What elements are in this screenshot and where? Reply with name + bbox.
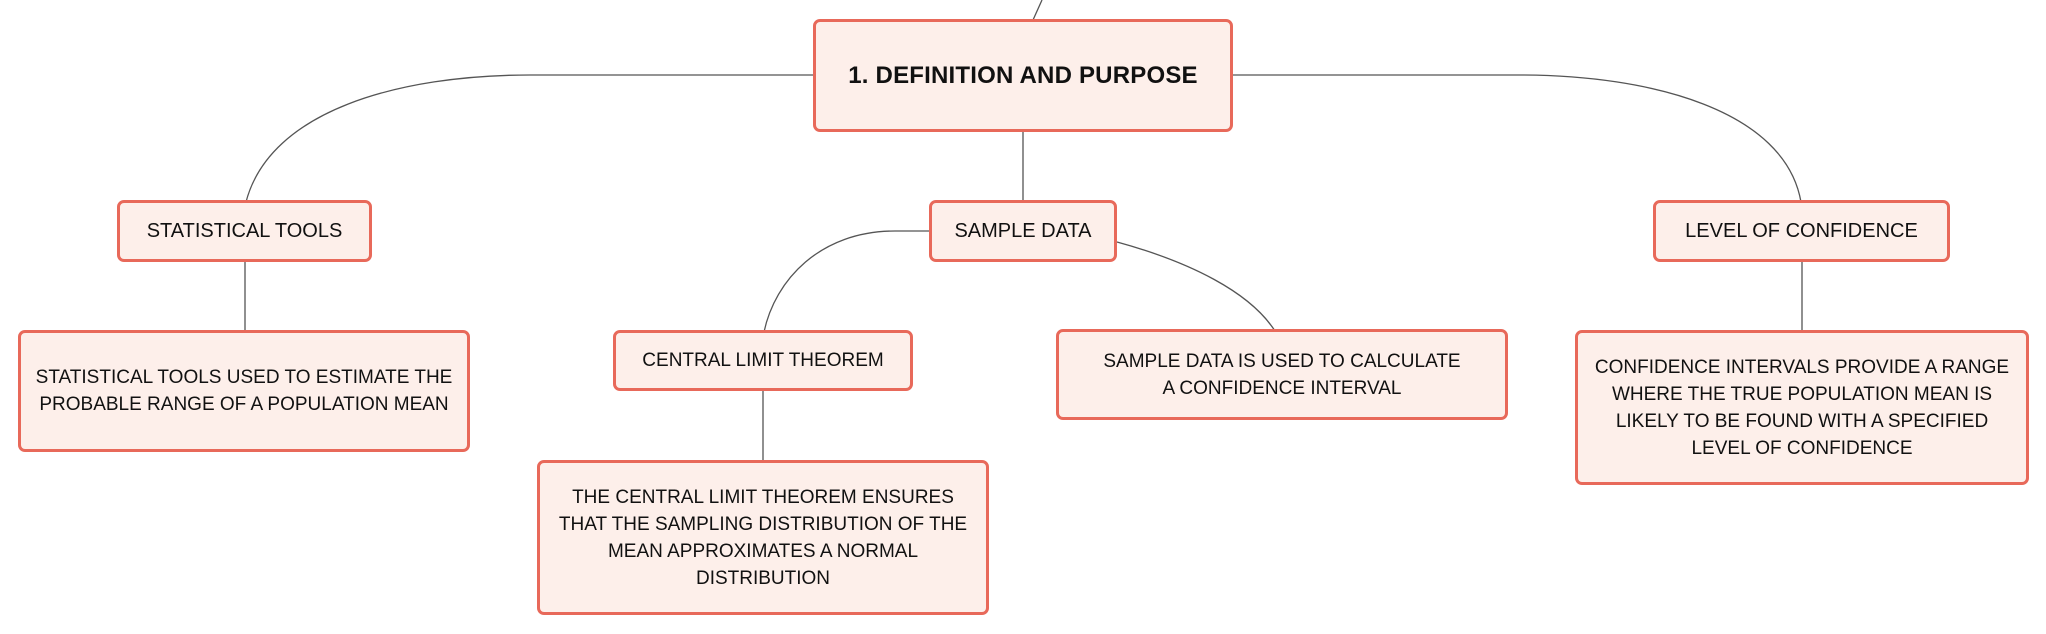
- detail-node-statistical-tools[interactable]: STATISTICAL TOOLS USED TO ESTIMATE THE P…: [18, 330, 470, 452]
- branch-label-sample-data: SAMPLE DATA: [954, 219, 1092, 242]
- connector-sample-data-central-limit: [763, 230, 930, 333]
- connector-root-parent: [1032, 0, 1043, 21]
- branch-node-level-of-confidence[interactable]: LEVEL OF CONFIDENCE: [1653, 200, 1950, 262]
- root-topic-label: 1. DEFINITION AND PURPOSE: [848, 62, 1198, 89]
- branch-node-sample-data[interactable]: SAMPLE DATA: [929, 200, 1117, 262]
- detail-text-statistical-tools: STATISTICAL TOOLS USED TO ESTIMATE THE P…: [35, 367, 453, 415]
- connector-root-statistical-tools: [245, 74, 823, 203]
- connector-sample-data-calculate: [1116, 241, 1276, 332]
- detail-node-central-limit-theorem[interactable]: THE CENTRAL LIMIT THEOREM ENSURES THAT T…: [537, 460, 989, 615]
- child-label-central-limit-theorem: CENTRAL LIMIT THEOREM: [642, 350, 884, 371]
- child-node-central-limit-theorem[interactable]: CENTRAL LIMIT THEOREM: [613, 330, 913, 391]
- branch-label-level-of-confidence: LEVEL OF CONFIDENCE: [1685, 219, 1918, 242]
- child-node-sample-data-calculate[interactable]: SAMPLE DATA IS USED TO CALCULATE A CONFI…: [1056, 329, 1508, 420]
- root-topic-node[interactable]: 1. DEFINITION AND PURPOSE: [813, 19, 1233, 132]
- branch-label-statistical-tools: STATISTICAL TOOLS: [146, 219, 343, 242]
- detail-text-level-of-confidence: CONFIDENCE INTERVALS PROVIDE A RANGE WHE…: [1594, 356, 2010, 459]
- child-label-sample-data-calculate: SAMPLE DATA IS USED TO CALCULATE A CONFI…: [1103, 350, 1461, 399]
- detail-text-central-limit-theorem: THE CENTRAL LIMIT THEOREM ENSURES THAT T…: [558, 486, 968, 589]
- connector-root-level-of-confidence: [1233, 74, 1802, 203]
- detail-node-level-of-confidence[interactable]: CONFIDENCE INTERVALS PROVIDE A RANGE WHE…: [1575, 330, 2029, 485]
- branch-node-statistical-tools[interactable]: STATISTICAL TOOLS: [117, 200, 372, 262]
